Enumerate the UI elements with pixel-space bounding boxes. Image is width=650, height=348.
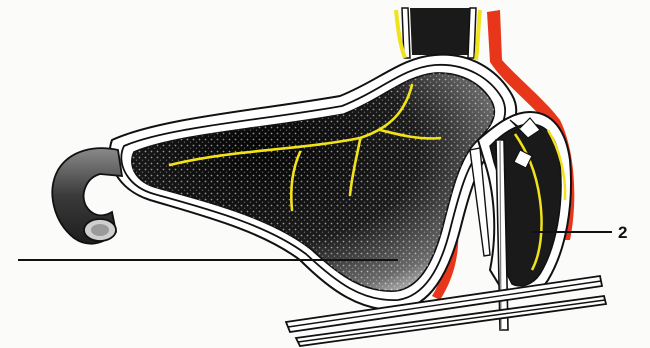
organ-body xyxy=(110,55,516,310)
right-chamber xyxy=(478,112,571,297)
callout-label-2: 2 xyxy=(618,224,627,241)
intestine-loop xyxy=(52,148,122,243)
esophagus xyxy=(396,8,480,60)
